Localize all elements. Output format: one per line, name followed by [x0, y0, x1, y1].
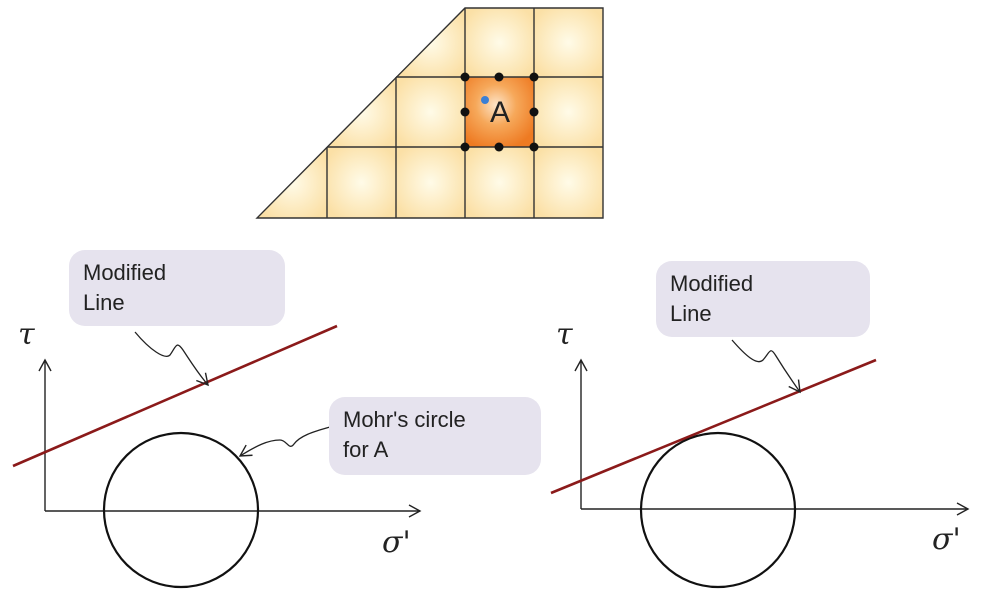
- mesh-cell: [327, 147, 396, 218]
- left-mohr-circle: [102, 431, 260, 589]
- slope-mesh: [255, 7, 604, 219]
- left-circle-leader: [238, 426, 331, 457]
- right-line-leader: [731, 339, 801, 394]
- node-dot: [494, 72, 504, 82]
- node-dot: [529, 107, 539, 117]
- right-tau-label: τ: [556, 317, 573, 352]
- mesh-cell: [534, 77, 603, 147]
- mesh-cell: [396, 147, 465, 218]
- right-failure-line: [550, 358, 877, 495]
- right-mohr-circle: [639, 431, 797, 589]
- left-line-leader: [134, 331, 209, 387]
- node-dot: [529, 142, 539, 152]
- node-dot: [529, 72, 539, 82]
- mesh-cell: [396, 77, 465, 147]
- right-sigma-label: σ': [932, 522, 961, 557]
- mesh-cell: [534, 8, 603, 77]
- cell-a-label: A: [490, 96, 511, 129]
- right-modified-line-callout: Modified Line: [656, 261, 870, 337]
- node-dot: [460, 107, 470, 117]
- cell-center-dot: [481, 96, 489, 104]
- node-dot: [460, 72, 470, 82]
- mesh-cell-a: [465, 77, 534, 147]
- mesh-cell: [465, 8, 534, 77]
- node-dot: [494, 142, 504, 152]
- mohr-circle-callout: Mohr's circle for A: [329, 397, 541, 475]
- mesh-cell: [534, 147, 603, 218]
- node-dot: [460, 142, 470, 152]
- left-modified-line-callout: Modified Line: [69, 250, 285, 326]
- left-sigma-label: σ': [382, 525, 411, 560]
- left-tau-label: τ: [18, 317, 35, 352]
- left-mohr-diagram: [12, 324, 422, 589]
- right-mohr-diagram: [550, 339, 970, 589]
- left-failure-line: [12, 324, 338, 468]
- mesh-cell: [465, 147, 534, 218]
